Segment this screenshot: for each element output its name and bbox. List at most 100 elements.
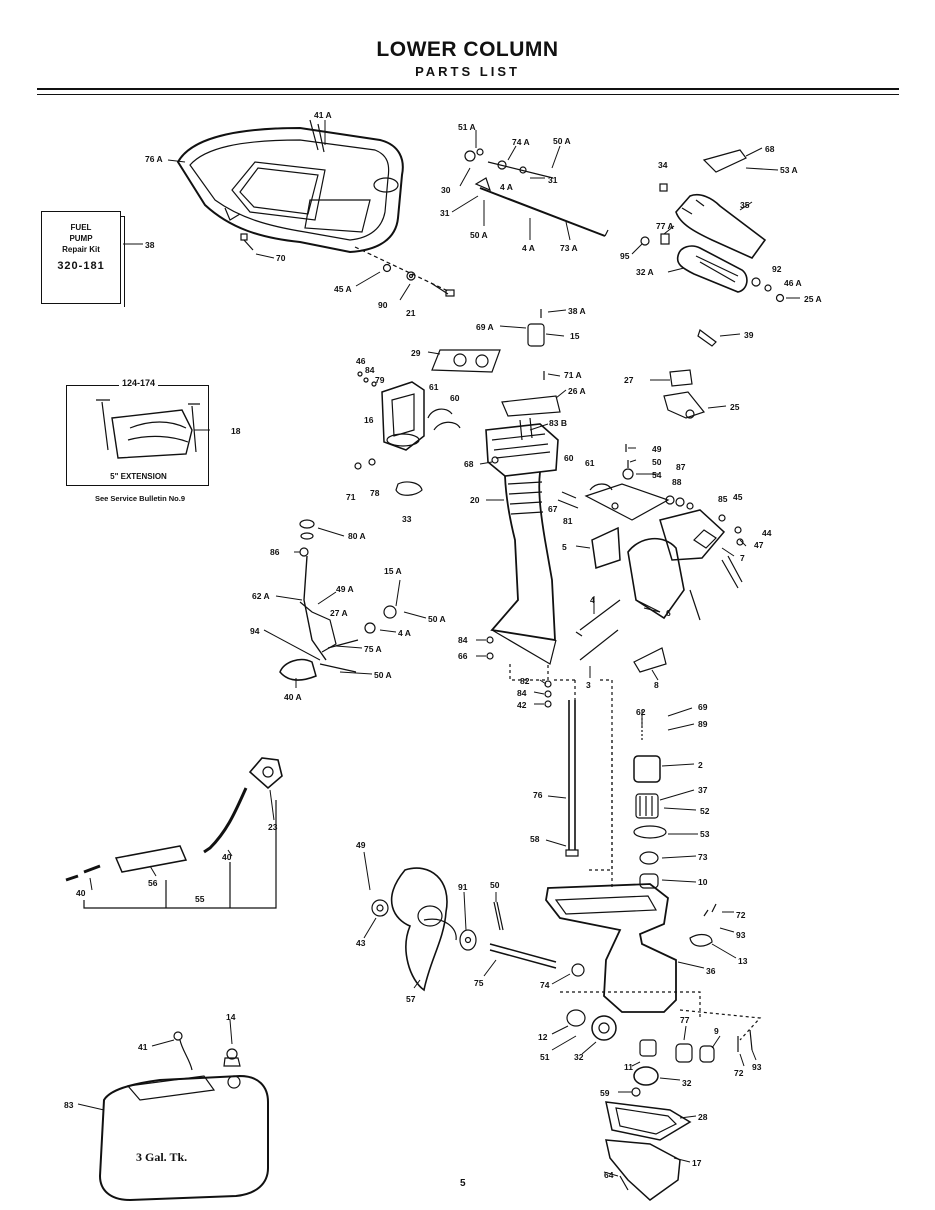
- fuel-pump-drawing: [354, 371, 461, 496]
- fuel-pump-repair-kit-box: FUEL PUMP Repair Kit 320-181: [41, 211, 121, 304]
- callout-83: 83: [64, 1100, 74, 1110]
- callout-68: 68: [765, 144, 775, 154]
- callout-2: 2: [698, 760, 703, 770]
- callout-4a-top: 4 A: [500, 182, 513, 192]
- callout-32b: 32: [682, 1078, 692, 1088]
- callout-93b: 93: [752, 1062, 762, 1072]
- callout-50a-m: 50 A: [428, 614, 446, 624]
- gear-housing-drawing: [545, 883, 762, 1041]
- callout-3: 3: [586, 680, 591, 690]
- tiller-handle-drawing: [640, 149, 785, 303]
- callout-52: 52: [700, 806, 710, 816]
- callout-58: 58: [530, 834, 540, 844]
- callout-69a: 69 A: [476, 322, 494, 332]
- callout-15a: 15 A: [384, 566, 402, 576]
- fuel-tank-caption: 3 Gal. Tk.: [136, 1150, 188, 1164]
- callout-4: 4: [590, 595, 595, 605]
- callout-54: 54: [652, 470, 662, 480]
- callout-4a-m: 4 A: [398, 628, 411, 638]
- callout-6: 6: [666, 608, 671, 618]
- callout-17: 17: [692, 1158, 702, 1168]
- callout-40a: 40 A: [284, 692, 302, 702]
- callout-49b: 49: [356, 840, 366, 850]
- callout-35: 35: [740, 200, 750, 210]
- callout-11: 11: [624, 1062, 633, 1072]
- callout-94: 94: [250, 626, 260, 636]
- callout-69: 69: [698, 702, 708, 712]
- callout-20: 20: [470, 495, 480, 505]
- callout-93a: 93: [736, 930, 746, 940]
- callout-47: 47: [754, 540, 764, 550]
- callout-34: 34: [658, 160, 668, 170]
- extension-caption: 5" EXTENSION: [110, 472, 167, 481]
- callout-43: 43: [356, 938, 366, 948]
- callout-30: 30: [441, 185, 451, 195]
- callout-62a: 62 A: [252, 591, 270, 601]
- callout-49a: 49 A: [336, 584, 354, 594]
- washers-45a-90-21: [354, 246, 455, 297]
- lower-unit-cover-drawing: [605, 1087, 692, 1201]
- leader-lines: [77, 120, 800, 1177]
- callout-32a: 32 A: [636, 267, 654, 277]
- clamp-bracket-drawing: [584, 483, 743, 621]
- callout-37: 37: [698, 785, 708, 795]
- callout-46a: 46 A: [784, 278, 802, 288]
- callout-31b: 31: [440, 208, 450, 218]
- callout-13: 13: [738, 956, 748, 966]
- extension-box: 124-174 5" EXTENSION: [66, 378, 209, 486]
- callout-90: 90: [378, 300, 388, 310]
- callout-72a: 72: [736, 910, 746, 920]
- callout-40a: 40: [222, 852, 232, 862]
- callout-72b: 72: [734, 1068, 744, 1078]
- callout-74a: 74 A: [512, 137, 530, 147]
- callout-91: 91: [458, 882, 468, 892]
- header-rule-thin: [37, 94, 899, 95]
- callout-18: 18: [231, 426, 241, 436]
- callout-51a: 51 A: [458, 122, 476, 132]
- callout-50a-b: 50 A: [470, 230, 488, 240]
- callout-32a: 32: [574, 1052, 584, 1062]
- callout-27a: 27 A: [330, 608, 348, 618]
- callout-84c: 84: [517, 688, 527, 698]
- callout-75: 75: [474, 978, 484, 988]
- callout-81: 81: [563, 516, 573, 526]
- callout-42: 42: [517, 700, 527, 710]
- callout-5: 5: [562, 542, 567, 552]
- callout-50a-top: 50 A: [553, 136, 571, 146]
- callout-39: 39: [744, 330, 754, 340]
- callout-71a: 71 A: [564, 370, 582, 380]
- callout-23: 23: [268, 822, 278, 832]
- callout-38a: 38 A: [568, 306, 586, 316]
- callout-45: 45: [733, 492, 743, 502]
- callout-87: 87: [676, 462, 686, 472]
- header-rule: [37, 88, 899, 90]
- hardware-49-54-drawing: [486, 444, 744, 708]
- callout-7: 7: [740, 553, 745, 563]
- callout-60b: 60: [564, 453, 574, 463]
- callout-64: 64: [604, 1170, 614, 1180]
- callout-9: 9: [714, 1026, 719, 1036]
- callout-70: 70: [276, 253, 286, 263]
- callout-40b: 40: [76, 888, 86, 898]
- callout-8: 8: [654, 680, 659, 690]
- callout-57: 57: [406, 994, 416, 1004]
- callout-29: 29: [411, 348, 421, 358]
- kit-line-3: Repair Kit: [62, 245, 100, 254]
- carburetor-fittings-drawing: [431, 309, 717, 419]
- callout-27: 27: [624, 375, 634, 385]
- callout-53: 53: [700, 829, 710, 839]
- callout-4a-b: 4 A: [522, 243, 535, 253]
- callout-12: 12: [538, 1032, 548, 1042]
- callout-49: 49: [652, 444, 662, 454]
- callout-62: 62: [636, 707, 646, 717]
- callout-84b: 84: [458, 635, 468, 645]
- extension-part-number: 124-174: [118, 378, 159, 388]
- callout-31a: 31: [548, 175, 558, 185]
- page-subtitle: PARTS LIST: [415, 64, 520, 79]
- shift-linkage-drawing: [464, 148, 609, 237]
- callout-61b: 61: [585, 458, 595, 468]
- callout-71: 71: [346, 492, 356, 502]
- callout-51: 51: [540, 1052, 550, 1062]
- driveshaft-drawing: [554, 679, 613, 871]
